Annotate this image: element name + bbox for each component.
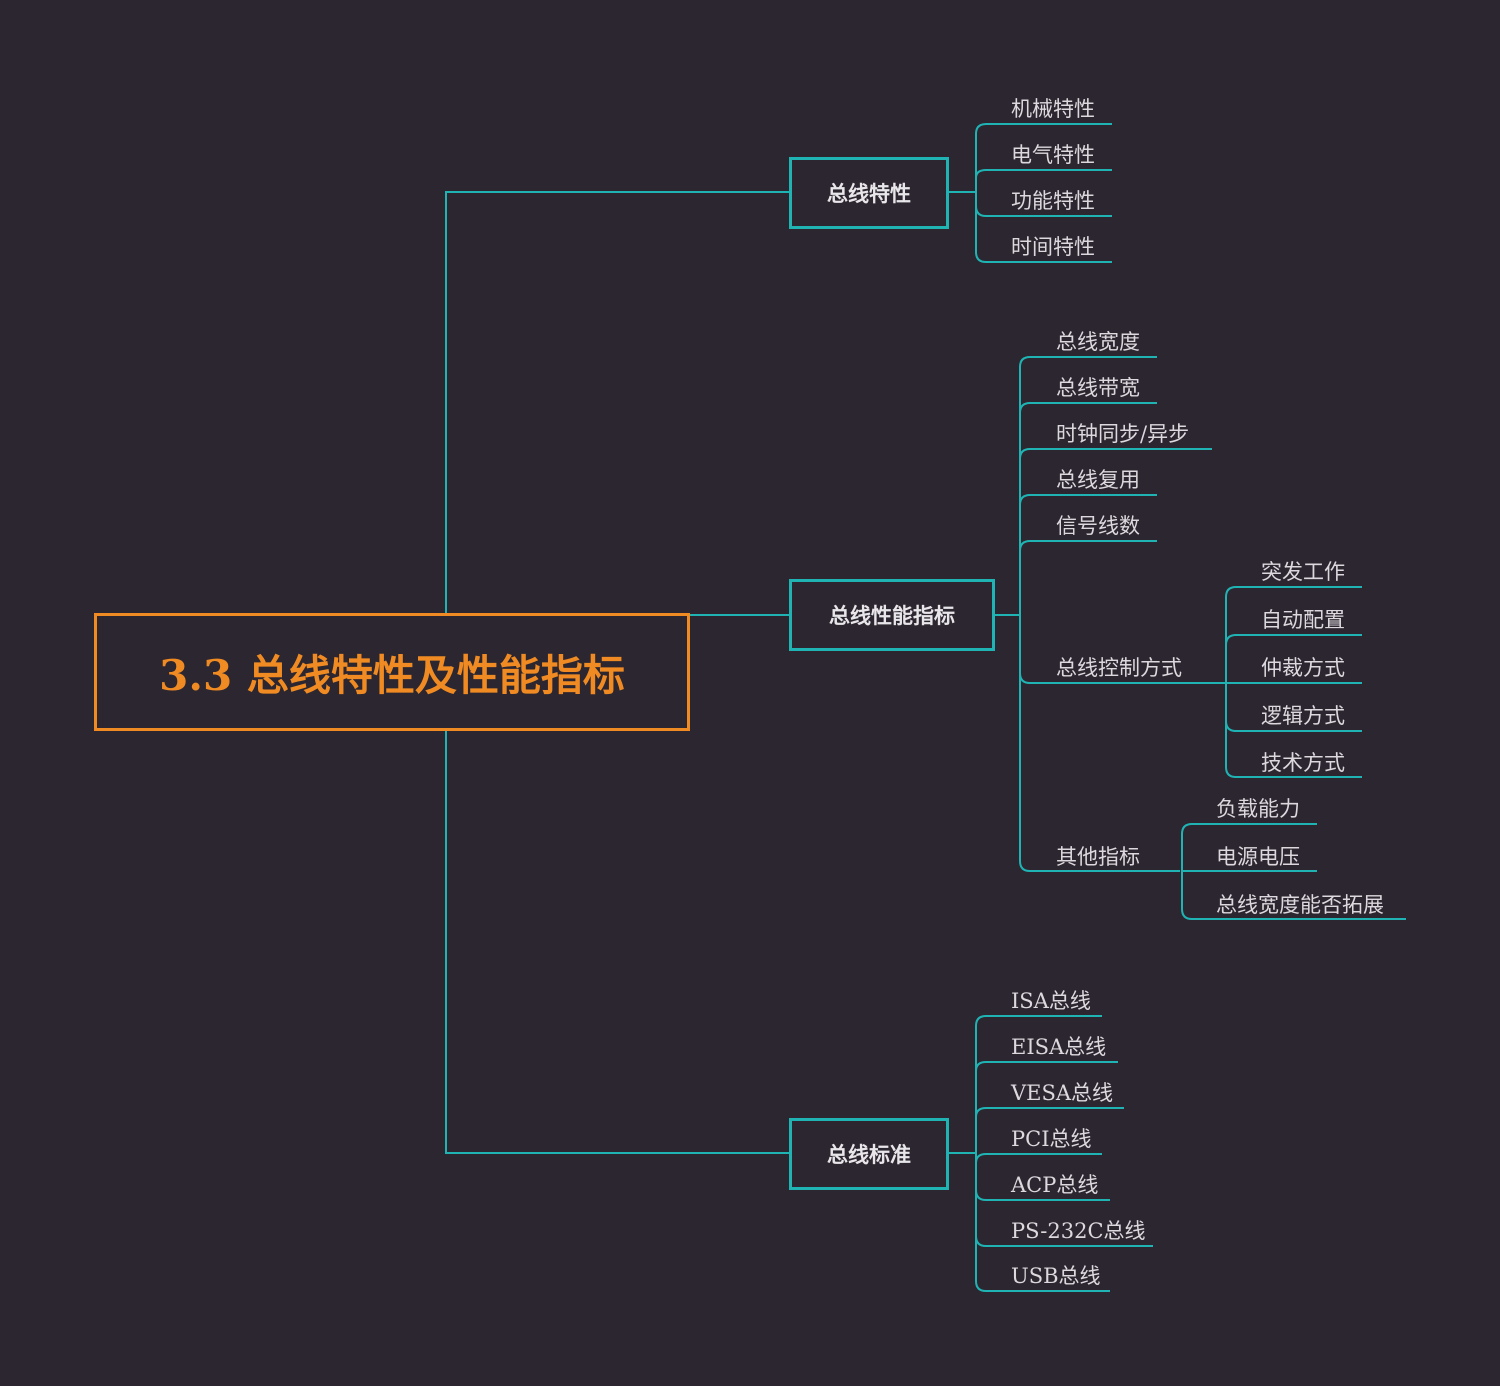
leaf-topic[interactable]: 功能特性 [1011,189,1095,213]
leaf-topic[interactable]: 总线带宽 [1056,376,1140,400]
subleaf-topic[interactable]: 突发工作 [1261,560,1345,584]
leaf-topic[interactable]: USB总线 [1011,1264,1101,1288]
branch2-bracket [1019,356,1180,872]
leaf-topic[interactable]: ISA总线 [1011,989,1091,1013]
branch-bus-standards[interactable]: 总线标准 [789,1118,949,1190]
leaf-topic[interactable]: PS-232C总线 [1011,1219,1146,1243]
branch3-bracket [975,1015,1110,1292]
leaf-topic[interactable]: 时钟同步/异步 [1056,422,1190,446]
subleaf-topic[interactable]: 仲裁方式 [1261,656,1345,680]
leaf-topic[interactable]: 信号线数 [1056,514,1140,538]
leaf-topic[interactable]: 机械特性 [1011,97,1095,121]
branch-bus-performance[interactable]: 总线性能指标 [789,579,995,651]
leaf-topic[interactable]: EISA总线 [1011,1035,1107,1059]
leaf-topic-control-method[interactable]: 总线控制方式 [1056,656,1182,680]
subleaf-topic[interactable]: 逻辑方式 [1261,704,1345,728]
leaf-topic[interactable]: 时间特性 [1011,235,1095,259]
root-topic[interactable]: 3.3 总线特性及性能指标 [94,613,690,731]
subleaf-topic[interactable]: 技术方式 [1261,751,1345,775]
branch1-bracket [975,123,1112,263]
root-title: 3.3 总线特性及性能指标 [159,650,625,700]
branch-bus-characteristics[interactable]: 总线特性 [789,157,949,229]
subleaf-topic[interactable]: 负载能力 [1216,797,1300,821]
leaf-topic[interactable]: PCI总线 [1011,1127,1092,1151]
subleaf-topic[interactable]: 总线宽度能否拓展 [1216,893,1384,917]
trunk-line [445,191,790,613]
leaf-topic[interactable]: 总线复用 [1056,468,1140,492]
leaf-topic[interactable]: 总线宽度 [1056,330,1140,354]
branch-label: 总线特性 [827,182,911,206]
trunk-line-bottom [445,731,790,1154]
subleaf-topic[interactable]: 自动配置 [1261,608,1345,632]
leaf-topic[interactable]: 电气特性 [1011,143,1095,167]
subleaf-topic[interactable]: 电源电压 [1216,845,1300,869]
branch-label: 总线标准 [827,1143,911,1167]
branch-label: 总线性能指标 [829,604,955,628]
leaf-topic-other-indicators[interactable]: 其他指标 [1056,845,1140,869]
leaf-topic[interactable]: VESA总线 [1011,1081,1114,1105]
leaf-topic[interactable]: ACP总线 [1011,1173,1099,1197]
